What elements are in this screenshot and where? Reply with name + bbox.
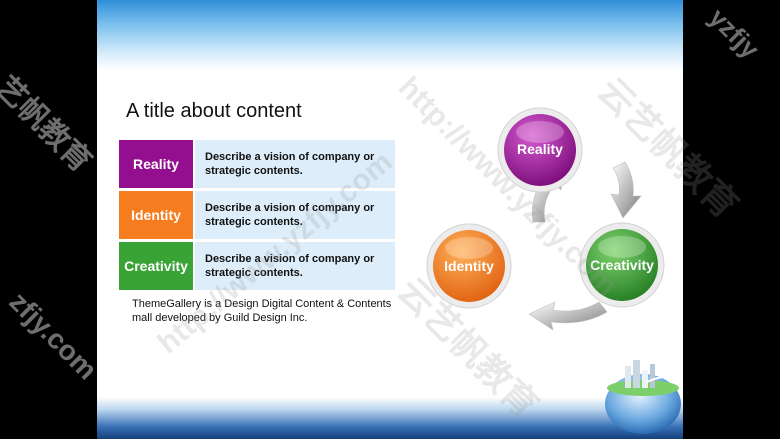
arrow-reality-to-creativity [610, 161, 642, 219]
arrow-identity-to-reality [531, 165, 566, 223]
sky-header-band [97, 0, 683, 70]
row-creativity: Creativity Describe a vision of company … [119, 242, 395, 290]
row-reality: Reality Describe a vision of company or … [119, 140, 395, 188]
row-label: Reality [119, 140, 193, 188]
row-label: Identity [119, 191, 193, 239]
slide-title: A title about content [126, 100, 302, 122]
watermark-side-left-top: 艺帆教育 [0, 70, 98, 179]
globe-city-icon [605, 360, 682, 434]
row-description: Describe a vision of company or strategi… [195, 191, 395, 239]
footnote-text: ThemeGallery is a Design Digital Content… [132, 298, 392, 324]
row-label: Creativity [119, 242, 193, 290]
row-description: Describe a vision of company or strategi… [195, 242, 395, 290]
arrow-creativity-to-identity [528, 301, 608, 331]
sea-footer-band [97, 397, 683, 439]
slide: A title about content Reality Describe a… [97, 0, 683, 439]
cycle-diagram [528, 161, 642, 331]
row-description: Describe a vision of company or strategi… [195, 140, 395, 188]
watermark-side-left-bottom: zfjy.com [3, 285, 104, 386]
row-identity: Identity Describe a vision of company or… [119, 191, 395, 239]
watermark-side-right: yzfjy [703, 2, 766, 65]
